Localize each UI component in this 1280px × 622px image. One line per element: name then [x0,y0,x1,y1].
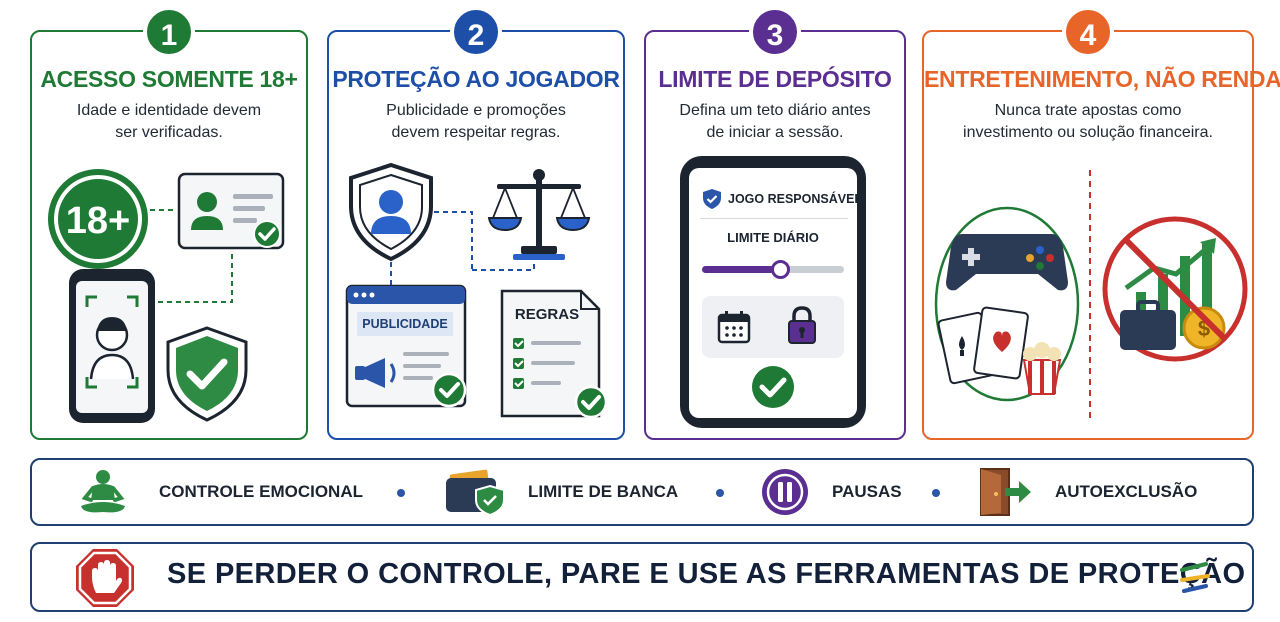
meditation-icon [81,470,125,513]
check-circle-icon [752,366,794,408]
card-description: Idade e identidade devem ser verificadas… [42,100,296,144]
description-line: Publicidade e promoções [386,102,566,119]
age-18-plus-icon: 18+ [46,167,150,271]
calendar-lock-panel [702,296,844,358]
wallet-shield-icon [446,469,505,516]
tool-pauses[interactable]: PAUSAS [760,460,902,524]
app-header-title: JOGO RESPONSÁVEL [728,192,863,206]
daily-limit-label: LIMITE DIÁRIO [727,230,819,245]
calendar-icon [717,311,751,344]
pause-icon [762,469,808,515]
shield-check-small-icon [703,189,721,209]
svg-text:18+: 18+ [66,200,130,242]
tool-label: LIMITE DE BANCA [528,482,679,501]
app-header-divider [700,218,848,219]
tool-self-exclusion[interactable]: AUTOEXCLUSÃO [977,460,1197,524]
card-age-verification: 1 ACESSO SOMENTE 18+ Idade e identidade … [30,6,308,440]
separator-dot [932,489,940,497]
card-title: ENTRETENIMENTO, NÃO RENDA [924,66,1280,92]
tool-label: AUTOEXCLUSÃO [1055,482,1198,501]
card-description: Defina um teto diário antes de iniciar a… [656,100,894,144]
card-title: PROTEÇÃO AO JOGADOR [332,66,620,92]
scales-of-justice-icon [487,166,591,267]
card-description: Publicidade e promoções devem respeitar … [339,100,613,144]
separator-dot [397,489,405,497]
card-entertainment-not-income: 4 ENTRETENIMENTO, NÃO RENDA Nunca trate … [922,6,1280,440]
stop-banner: SE PERDER O CONTROLE, PARE E USE AS FERR… [30,542,1254,612]
entertainment-icon [932,204,1082,409]
lock-icon [788,306,816,344]
shield-check-icon [162,324,252,429]
dashed-divider [1089,170,1091,420]
tool-bankroll-limit[interactable]: LIMITE DE BANCA [442,460,678,524]
step-number-badge: 2 [450,6,502,58]
tool-emotional-control[interactable]: CONTROLE EMOCIONAL [77,460,363,524]
description-line: Idade e identidade devem [76,102,262,119]
tool-label: CONTROLE EMOCIONAL [159,482,363,501]
protection-tools-strip: CONTROLE EMOCIONAL LIMITE DE BANCA PAUSA… [30,458,1254,526]
slider-fill [702,266,781,273]
app-header: JOGO RESPONSÁVEL [702,188,862,210]
card-deposit-limit: 3 LIMITE DE DEPÓSITO Defina um teto diár… [644,6,906,440]
slider-thumb[interactable] [771,260,791,279]
deposit-limit-slider[interactable] [702,260,844,279]
advertising-window-icon: PUBLICIDADE [345,284,469,410]
description-line: Nunca trate apostas como [994,102,1182,119]
exit-door-icon [980,468,1031,516]
description-line: investimento ou solução financeira. [963,124,1213,141]
separator-dot [716,489,724,497]
no-investment-icon: $ [1100,214,1250,369]
phone-face-scan-icon [67,267,157,432]
step-number-badge: 3 [749,6,801,58]
description-line: de iniciar a sessão. [706,124,844,141]
dashed-connector-lines [150,209,233,303]
tool-label: PAUSAS [832,482,902,501]
card-title: ACESSO SOMENTE 18+ [40,66,298,92]
phone-limit-app: JOGO RESPONSÁVEL LIMITE DIÁRIO [680,156,866,428]
stop-hand-icon [76,549,134,607]
banner-message: SE PERDER O CONTROLE, PARE E USE AS FERR… [167,558,1246,590]
id-card-icon [177,172,287,257]
dashed-connector-lines [390,211,535,294]
description-line: devem respeitar regras. [391,124,561,141]
shield-person-icon [345,162,437,267]
step-number-badge: 1 [143,6,195,58]
card-description: Nunca trate apostas como investimento ou… [934,100,1242,144]
card-title: LIMITE DE DEPÓSITO [658,66,892,92]
description-line: ser verificadas. [115,124,223,141]
advertising-label: PUBLICIDADE [362,317,448,331]
description-line: Defina um teto diário antes [679,102,871,119]
rules-label: REGRAS [514,306,580,323]
step-number-badge: 4 [1062,6,1114,58]
rules-document-icon: REGRAS [499,288,611,420]
card-player-protection: 2 PROTEÇÃO AO JOGADOR Publicidade e prom… [327,6,625,440]
brand-stripes-icon [1180,562,1210,593]
